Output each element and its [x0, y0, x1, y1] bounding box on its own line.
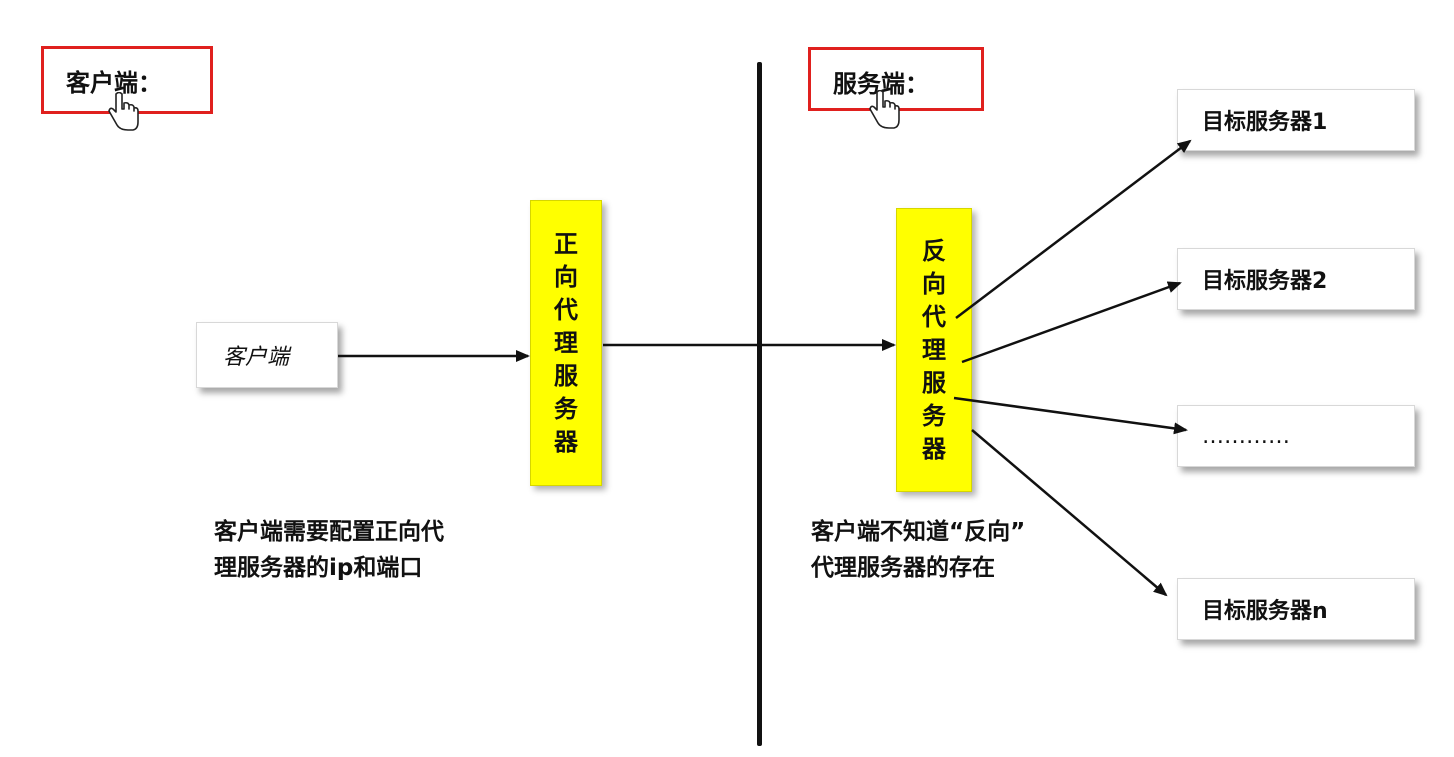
target-server-label: 目标服务器n	[1202, 599, 1328, 624]
reverse-proxy-char: 器	[922, 434, 946, 463]
server-caption-line-2: 代理服务器的存在	[811, 555, 995, 581]
forward-proxy-char: 务	[554, 394, 578, 423]
server-caption: 客户端不知道“反向” 代理服务器的存在	[811, 514, 1025, 586]
reverse-proxy-char: 反	[922, 236, 946, 265]
arrow-reverse-to-target-2	[961, 281, 1182, 364]
hand-pointer-icon	[108, 92, 139, 131]
reverse-proxy-char: 代	[922, 302, 946, 331]
client-server-divider	[757, 62, 762, 746]
target-server-label: …………	[1202, 423, 1290, 449]
client-node: 客户端	[196, 322, 338, 388]
client-caption-line-2: 理服务器的ip和端口	[214, 555, 423, 581]
target-server-1: 目标服务器1	[1177, 89, 1415, 151]
forward-proxy-char: 向	[554, 262, 578, 291]
target-server-2: 目标服务器2	[1177, 248, 1415, 310]
forward-proxy-char: 正	[554, 229, 578, 258]
client-section-label-text: 客户端：	[66, 69, 162, 97]
target-server-label: 目标服务器2	[1202, 269, 1328, 294]
target-server-n: 目标服务器n	[1177, 578, 1415, 640]
forward-proxy-char: 代	[554, 295, 578, 324]
target-server-ellipsis: …………	[1177, 405, 1415, 467]
reverse-proxy-char: 务	[922, 401, 946, 430]
forward-proxy-char: 理	[554, 328, 578, 357]
target-server-label: 目标服务器1	[1202, 110, 1328, 135]
reverse-proxy-node: 反 向 代 理 服 务 器	[896, 208, 972, 492]
forward-proxy-char: 器	[554, 427, 578, 456]
client-caption-line-1: 客户端需要配置正向代	[214, 519, 444, 545]
reverse-proxy-char: 向	[922, 269, 946, 298]
forward-proxy-node: 正 向 代 理 服 务 器	[530, 200, 602, 486]
server-caption-line-1: 客户端不知道“反向”	[811, 519, 1026, 545]
client-caption: 客户端需要配置正向代 理服务器的ip和端口	[214, 514, 444, 586]
client-node-label: 客户端	[223, 345, 290, 370]
arrow-reverse-to-target-1	[955, 139, 1192, 319]
reverse-proxy-char: 服	[922, 368, 946, 397]
arrow-reverse-to-target-ellipsis	[953, 396, 1188, 435]
reverse-proxy-char: 理	[922, 335, 946, 364]
hand-pointer-icon	[869, 90, 900, 129]
forward-proxy-char: 服	[554, 361, 578, 390]
